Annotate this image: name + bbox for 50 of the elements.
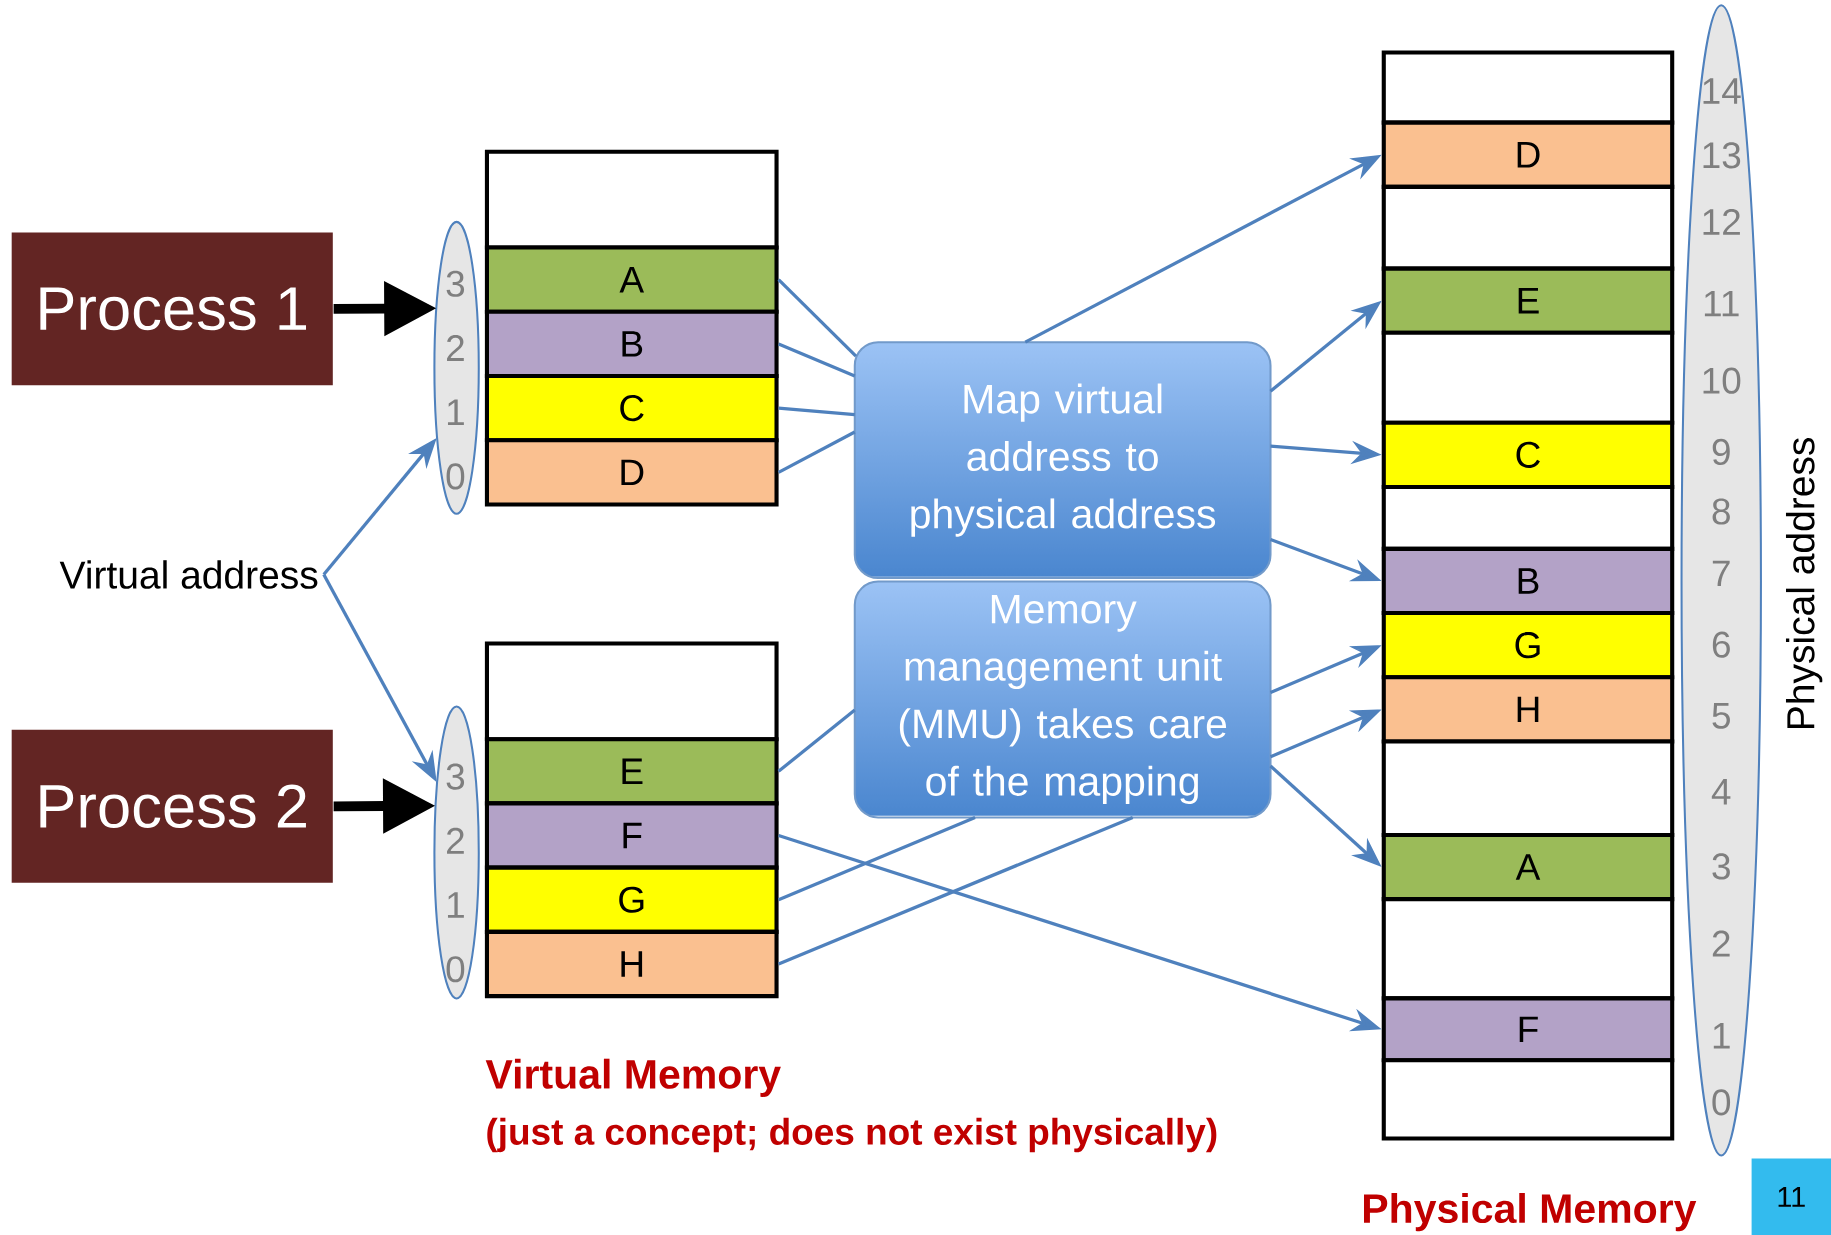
memory-cell: G [484,865,779,934]
address-label: Virtual address [59,560,318,589]
memory-cell: D [484,437,779,507]
memory-cell: A [1381,832,1675,901]
rounded-box: Memory management unit (MMU) takes care of the mapping [853,580,1272,819]
caption: (just a concept; does not exist physically) [487,1117,1217,1153]
address-number: 3 [1712,853,1730,880]
process-box: Process 1 [11,232,333,386]
address-number: 10 [1703,367,1741,394]
address-number: 13 [1703,142,1741,169]
address-number: 12 [1703,208,1740,235]
memory-cell: C [484,373,779,443]
memory-cell: F [1381,996,1675,1063]
address-number: 7 [1712,560,1730,586]
address-number: 8 [1712,498,1730,525]
address-number: 6 [1712,631,1730,658]
address-number: 3 [446,270,465,297]
caption: Virtual Memory [485,1058,781,1097]
address-number: 9 [1712,438,1730,465]
address-number: 0 [1712,1089,1731,1116]
address-number: 11 [1704,290,1739,317]
memory-cell: C [1381,420,1675,489]
memory-cell: G [1381,610,1675,680]
memory-cell: E [1381,266,1675,335]
address-number: 1 [448,399,464,425]
address-number: 2 [1712,930,1730,957]
axis-title: Physical address [1786,437,1823,728]
address-number: 1 [1713,1022,1730,1049]
address-number: 5 [1712,702,1730,729]
address-number: 3 [446,763,465,790]
process-box: Process 2 [11,729,333,883]
memory-cell: B [484,309,779,378]
address-number: 1 [448,892,464,918]
memory-cell: B [1381,546,1675,615]
memory-cell: H [484,929,779,998]
address-number: 2 [447,334,464,361]
empty-memory-cell [1381,1058,1675,1141]
address-number: 2 [447,827,464,854]
page-number: 11 [1751,1158,1831,1235]
address-number: 4 [1711,778,1731,805]
memory-cell: F [484,801,779,870]
address-number: 0 [446,955,465,983]
memory-cell: D [1381,120,1675,189]
memory-cell: A [484,245,779,314]
rounded-box: Map virtual address to physical address [853,340,1272,579]
caption: Physical Memory [1364,1192,1697,1231]
address-number: 14 [1703,78,1741,104]
memory-cell: E [484,736,779,806]
memory-cell: H [1381,675,1675,744]
address-number: 0 [446,463,465,490]
